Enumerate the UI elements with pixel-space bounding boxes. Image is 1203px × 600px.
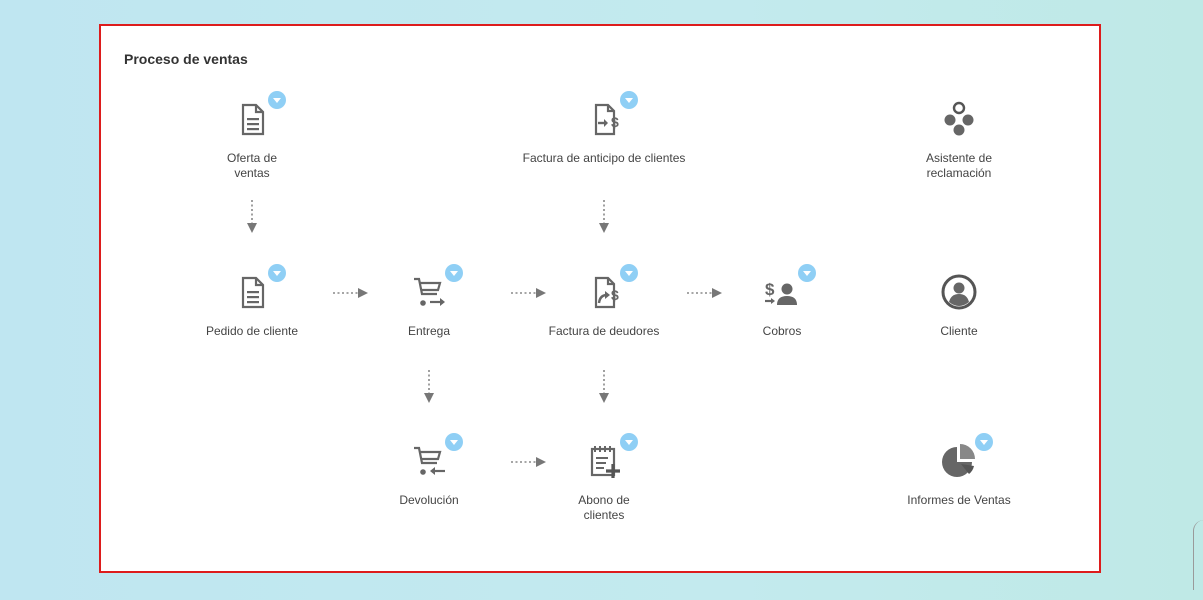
menu-dropdown-icon[interactable] [268, 91, 286, 109]
panel-title: Proceso de ventas [124, 51, 248, 67]
cart-forward-icon[interactable] [409, 264, 463, 312]
menu-dropdown-icon[interactable] [620, 433, 638, 451]
menu-dropdown-icon[interactable] [975, 433, 993, 451]
node-label[interactable]: Factura de deudores [548, 324, 660, 338]
dollar-person-icon[interactable]: $ [762, 264, 816, 312]
node-factura-deudores[interactable]: $ Factura de deudores [514, 264, 694, 339]
node-label[interactable]: Oferta de ventas [226, 151, 278, 180]
flow-arrow-right [333, 288, 371, 298]
pie-chart-icon[interactable] [939, 433, 993, 481]
menu-dropdown-icon[interactable] [620, 264, 638, 282]
node-label[interactable]: Asistente de reclamación [925, 151, 993, 180]
node-oferta-ventas[interactable]: Oferta de ventas [162, 91, 342, 181]
sales-process-panel: Proceso de ventas Oferta de ventas $ Fac… [99, 24, 1101, 573]
svg-text:$: $ [611, 114, 619, 130]
document-icon[interactable] [232, 264, 286, 312]
node-label[interactable]: Informes de Ventas [907, 493, 1011, 507]
cart-return-icon[interactable] [409, 433, 463, 481]
document-icon[interactable] [232, 91, 286, 139]
node-asistente-reclamacion[interactable]: Asistente de reclamación [869, 99, 1049, 181]
node-label[interactable]: Pedido de cliente [205, 324, 299, 338]
flow-arrow-down [599, 200, 609, 236]
node-factura-anticipo[interactable]: $ Factura de anticipo de clientes [514, 91, 694, 166]
node-label[interactable]: Devolución [399, 493, 459, 507]
menu-dropdown-icon[interactable] [445, 433, 463, 451]
flow-arrow-right [687, 288, 725, 298]
svg-text:$: $ [765, 280, 775, 299]
flow-arrow-down [247, 200, 257, 236]
flow-arrow-right [511, 288, 549, 298]
node-cliente[interactable]: Cliente [869, 272, 1049, 339]
node-label[interactable]: Entrega [407, 324, 451, 338]
node-entrega[interactable]: Entrega [339, 264, 519, 339]
menu-dropdown-icon[interactable] [620, 91, 638, 109]
flow-arrow-down [599, 370, 609, 406]
node-label[interactable]: Factura de anticipo de clientes [522, 151, 686, 165]
node-label[interactable]: Cobros [762, 324, 802, 338]
invoice-arrow-dollar-icon[interactable]: $ [584, 91, 638, 139]
menu-dropdown-icon[interactable] [445, 264, 463, 282]
menu-dropdown-icon[interactable] [268, 264, 286, 282]
svg-text:$: $ [611, 287, 619, 303]
node-abono-clientes[interactable]: Abono de clientes [514, 433, 694, 523]
node-informes-ventas[interactable]: Informes de Ventas [869, 433, 1049, 508]
node-label[interactable]: Cliente [940, 324, 978, 338]
node-devolucion[interactable]: Devolución [339, 433, 519, 508]
invoice-share-dollar-icon[interactable]: $ [584, 264, 638, 312]
calendar-plus-icon[interactable] [584, 433, 638, 481]
node-label[interactable]: Abono de clientes [578, 493, 630, 522]
node-cobros[interactable]: $ Cobros [692, 264, 872, 339]
menu-dropdown-icon[interactable] [798, 264, 816, 282]
dunning-circles-icon[interactable] [939, 99, 979, 139]
flow-arrow-down [424, 370, 434, 406]
person-circle-icon[interactable] [939, 272, 979, 312]
flow-arrow-right [511, 457, 549, 467]
window-corner-edge [1193, 520, 1203, 590]
node-pedido-cliente[interactable]: Pedido de cliente [162, 264, 342, 339]
